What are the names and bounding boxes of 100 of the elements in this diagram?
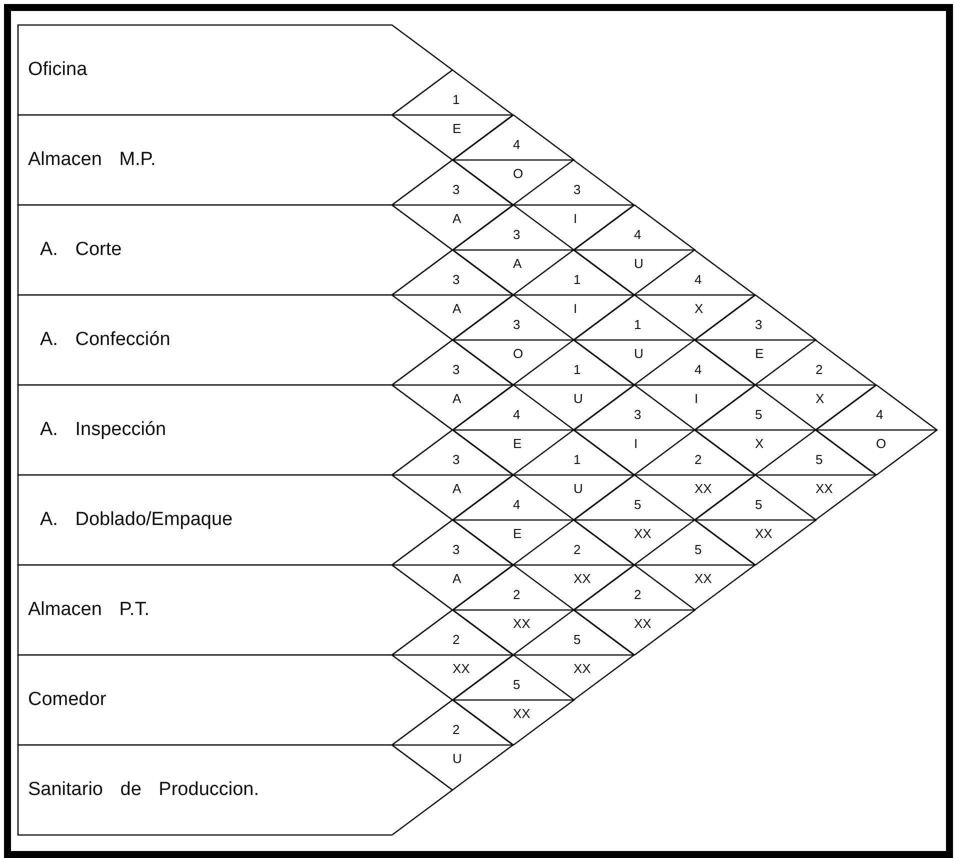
relationship-diamond — [513, 430, 634, 520]
relationship-diamond — [452, 655, 574, 745]
reason-code: 4 — [513, 498, 520, 512]
relationship-diamond — [694, 295, 816, 385]
closeness-rating: X — [694, 302, 704, 316]
relationship-diamond — [392, 250, 513, 340]
reason-code: 1 — [574, 273, 581, 287]
reason-code: 2 — [574, 543, 581, 557]
closeness-rating: I — [574, 302, 578, 316]
reason-code: 5 — [755, 408, 762, 422]
closeness-rating: U — [574, 482, 583, 496]
department-name: Sanitario de Produccion. — [28, 779, 260, 801]
reason-code: 5 — [634, 498, 642, 512]
closeness-rating: XX — [755, 527, 772, 541]
relationship-diamond — [694, 475, 816, 565]
reason-code: 5 — [513, 678, 520, 692]
reason-code: 1 — [574, 363, 581, 377]
reason-code: 3 — [634, 408, 642, 422]
reason-code: 3 — [452, 363, 460, 377]
reason-code: 1 — [574, 453, 581, 467]
closeness-rating: E — [452, 122, 462, 136]
relationship-diamond — [452, 385, 574, 475]
closeness-rating: U — [452, 752, 462, 766]
relationship-diamond — [574, 475, 694, 565]
relationship-diamond — [452, 205, 574, 295]
reason-code: 4 — [513, 408, 520, 422]
department-name: Comedor — [28, 689, 106, 711]
closeness-rating: E — [755, 347, 764, 361]
relationship-diamond — [392, 160, 513, 250]
reason-code: 3 — [513, 228, 520, 242]
reason-code: 4 — [513, 138, 520, 152]
closeness-rating: XX — [634, 527, 652, 541]
closeness-rating: A — [452, 482, 462, 496]
relationship-diamond — [513, 340, 634, 430]
closeness-rating: XX — [513, 707, 530, 721]
reason-code: 5 — [574, 633, 581, 647]
closeness-rating: XX — [634, 617, 652, 631]
closeness-rating: A — [452, 572, 462, 586]
closeness-rating: XX — [694, 482, 712, 496]
reason-code: 4 — [694, 273, 702, 287]
relationship-diamond — [392, 520, 513, 610]
reason-code: 4 — [634, 228, 642, 242]
department-name: Oficina — [28, 59, 88, 81]
closeness-rating: O — [513, 347, 524, 361]
closeness-rating: A — [452, 392, 462, 406]
relationship-diamond — [694, 385, 816, 475]
relationship-diamond — [392, 340, 513, 430]
closeness-rating: XX — [816, 482, 833, 496]
closeness-rating: XX — [513, 617, 530, 631]
department-name: Almacen M.P. — [28, 149, 156, 171]
closeness-rating: A — [452, 302, 462, 316]
reason-code: 1 — [452, 93, 460, 107]
relationship-diamond — [816, 385, 936, 475]
reason-code: 5 — [755, 498, 762, 512]
closeness-rating: E — [513, 527, 522, 541]
relationship-diamond — [634, 430, 755, 520]
relationship-diamond — [755, 430, 876, 520]
reason-code: 2 — [694, 453, 702, 467]
relationship-diamond — [392, 610, 513, 700]
department-name: Almacen P.T. — [28, 599, 150, 621]
relationship-diamond — [513, 250, 634, 340]
relationship-diamond — [392, 430, 513, 520]
relationship-diamond — [574, 295, 694, 385]
closeness-rating: X — [755, 437, 764, 451]
relationship-diamond — [513, 160, 634, 250]
reason-code: 3 — [755, 318, 762, 332]
relationship-diamond — [452, 565, 574, 655]
reason-code: 3 — [452, 183, 460, 197]
reason-code: 5 — [816, 453, 823, 467]
relationship-diamond — [574, 205, 694, 295]
relationship-diamond — [452, 295, 574, 385]
closeness-rating: XX — [694, 572, 712, 586]
reason-code: 5 — [694, 543, 702, 557]
reason-code: 3 — [452, 453, 460, 467]
relationship-diamond — [392, 70, 513, 160]
relationship-diamond — [513, 520, 634, 610]
reason-code: 4 — [876, 408, 884, 422]
reason-code: 2 — [452, 723, 460, 737]
closeness-rating: XX — [574, 662, 591, 676]
closeness-rating: U — [634, 257, 644, 271]
reason-code: 2 — [452, 633, 460, 647]
reason-code: 3 — [452, 543, 460, 557]
closeness-rating: I — [694, 392, 698, 406]
relationship-diamond — [755, 340, 876, 430]
reason-code: 1 — [634, 318, 642, 332]
relationship-diamond — [634, 520, 755, 610]
closeness-rating: E — [513, 437, 522, 451]
reason-code: 4 — [694, 363, 702, 377]
closeness-rating: XX — [452, 662, 470, 676]
department-name: A. Corte — [40, 239, 122, 261]
reason-code: 2 — [634, 588, 642, 602]
relationship-diamond — [513, 610, 634, 700]
relationship-diamond — [634, 250, 755, 340]
closeness-rating: X — [816, 392, 824, 406]
closeness-rating: U — [574, 392, 583, 406]
closeness-rating: A — [513, 257, 522, 271]
closeness-rating: I — [634, 437, 638, 451]
relationship-diamond — [634, 340, 755, 430]
relationship-diamond — [574, 385, 694, 475]
closeness-rating: U — [634, 347, 644, 361]
